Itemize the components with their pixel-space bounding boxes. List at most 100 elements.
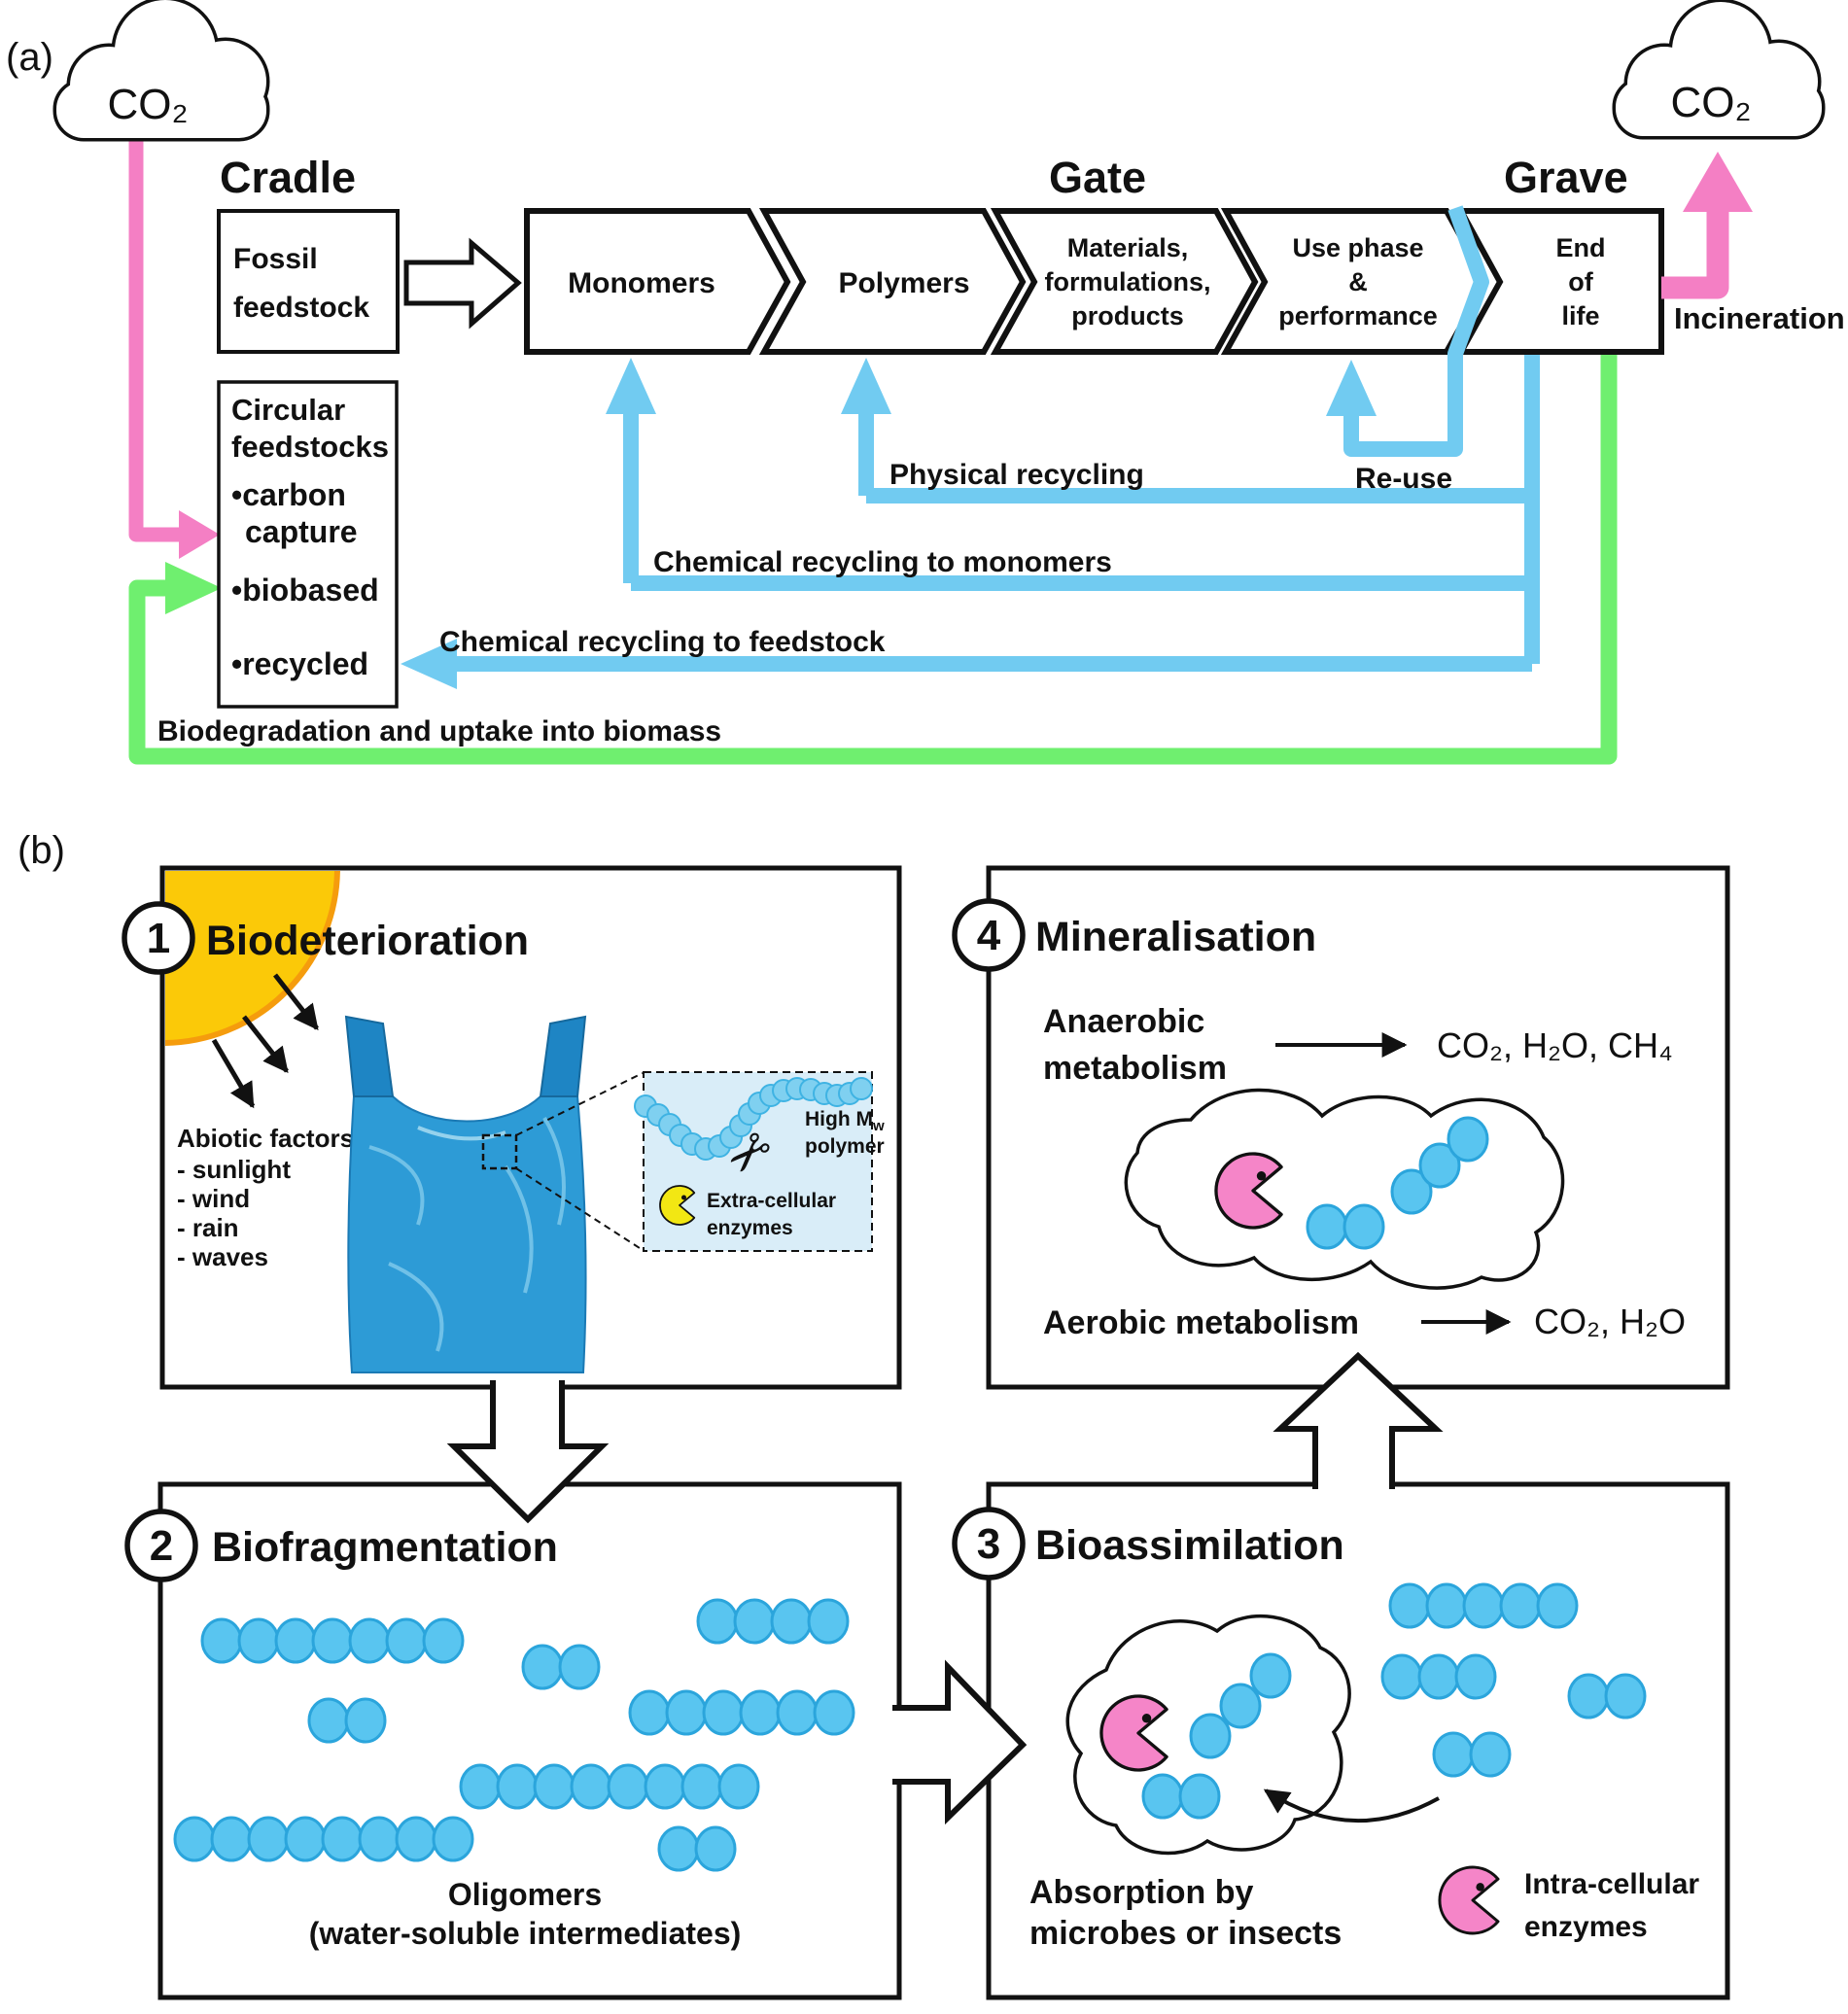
badge-3-number: 3 <box>977 1520 1000 1568</box>
step-badges: 1 Biodeterioration 2 Biofragmentation 3 … <box>122 898 1344 1582</box>
monomer-bead <box>680 1763 723 1810</box>
panel-a-label: (a) <box>6 36 53 79</box>
monomer-bead <box>1432 1731 1475 1778</box>
label-reuse: Re-use <box>1355 463 1452 495</box>
biodegradation-flow <box>128 352 1618 765</box>
svg-text:life: life <box>1561 301 1599 330</box>
sun-icon <box>165 871 340 1046</box>
reuse-flow: Re-use <box>1326 205 1489 495</box>
heading-grave: Grave <box>1504 153 1628 202</box>
item-recycled: •recycled <box>231 646 368 681</box>
monomer-bead <box>210 1816 253 1862</box>
monomer-bead <box>344 1697 387 1744</box>
label-end-of-life: End of life <box>1556 233 1606 330</box>
svg-text:- sunlight: - sunlight <box>177 1155 291 1184</box>
badge-2 <box>124 1509 198 1582</box>
oligomers-caption2: (water-soluble intermediates) <box>309 1916 742 1951</box>
svg-text:End: End <box>1556 233 1606 262</box>
label-monomers: Monomers <box>568 267 715 299</box>
green-arrowhead <box>165 562 222 614</box>
monomer-bead <box>770 1598 813 1645</box>
svg-text:Use phase: Use phase <box>1292 233 1423 262</box>
anaerobic-label1: Anaerobic <box>1043 1003 1204 1040</box>
monomer-bead <box>813 1689 855 1736</box>
label-polymers: Polymers <box>838 267 969 299</box>
circular-title2: feedstocks <box>231 430 389 464</box>
heading-gate: Gate <box>1049 153 1146 202</box>
monomer-bead <box>1604 1673 1647 1719</box>
high-mw-label: High Mw <box>805 1108 885 1134</box>
monomer-bead <box>607 1763 649 1810</box>
aerobic-products: CO₂, H₂O <box>1534 1302 1686 1341</box>
svg-text:performance: performance <box>1278 301 1438 330</box>
monomer-bead <box>696 1598 739 1645</box>
oligomer-chains <box>173 1598 855 1872</box>
box-end-of-life <box>1455 208 1664 355</box>
item-carbon-capture2: capture <box>245 514 358 549</box>
fossil-feedstock-box: Fossil feedstock <box>217 209 400 354</box>
monomer-bead <box>1390 1168 1433 1215</box>
label-physical-recycling: Physical recycling <box>889 459 1144 491</box>
anaerobic-label2: metabolism <box>1043 1050 1227 1087</box>
monomer-bead <box>348 1617 391 1664</box>
zoom-region-marker <box>481 1133 518 1170</box>
svg-text:Abiotic factors: Abiotic factors <box>177 1124 354 1153</box>
monomer-bead <box>702 1689 745 1736</box>
mineralisation-beads <box>1306 1116 1489 1250</box>
step3-bioassimilation: Absorption by microbes or insects Intra-… <box>1029 1582 1699 1952</box>
monomer-bead <box>1342 1203 1385 1250</box>
svg-text:- rain: - rain <box>177 1213 239 1242</box>
svg-text:- wind: - wind <box>177 1184 250 1213</box>
step2-biofragmentation: Oligomers (water-soluble intermediates) <box>173 1598 855 1951</box>
plastic-bag-image <box>344 1015 587 1373</box>
monomer-bead <box>644 1763 686 1810</box>
circular-feedstocks-box: Circular feedstocks •carbon capture •bio… <box>217 380 399 709</box>
monomer-bead <box>558 1644 601 1690</box>
extracellular-label2: enzymes <box>707 1217 793 1239</box>
carbon-capture-flow <box>128 138 220 559</box>
label-use-phase: Use phase & performance <box>1278 233 1438 330</box>
monomer-bead <box>496 1763 539 1810</box>
label-materials: Materials, formulations, products <box>1044 233 1210 330</box>
aerobic-label: Aerobic metabolism <box>1043 1304 1359 1341</box>
arrow-step3-to-step4 <box>1273 1351 1444 1489</box>
svg-text:Materials,: Materials, <box>1067 233 1189 262</box>
monomer-bead <box>432 1816 474 1862</box>
abiotic-factors-list: Abiotic factors - sunlight - wind - rain… <box>177 1124 354 1271</box>
monomer-bead <box>173 1816 216 1862</box>
absorption-arrow <box>1263 1788 1440 1823</box>
recycling-flows <box>401 352 1540 689</box>
item-carbon-capture: •carbon <box>231 477 346 512</box>
monomer-bead <box>395 1816 437 1862</box>
monomer-bead <box>1462 1582 1505 1629</box>
monomer-bead <box>1536 1582 1579 1629</box>
monomer-bead <box>1425 1582 1468 1629</box>
monomer-bead <box>1306 1203 1348 1250</box>
panel-b-label: (b) <box>17 829 65 872</box>
monomer-bead <box>1417 1653 1460 1700</box>
monomer-bead <box>1454 1653 1497 1700</box>
oligomers-caption1: Oligomers <box>448 1877 602 1912</box>
badge-1-number: 1 <box>147 915 170 962</box>
svg-text:products: products <box>1071 301 1184 330</box>
fossil-line1: Fossil <box>233 243 318 275</box>
pink-arrowhead <box>179 510 220 559</box>
step1-biodeterioration: Abiotic factors - sunlight - wind - rain… <box>165 871 885 1373</box>
arrow-step1-to-step2 <box>446 1380 610 1524</box>
box2-bg <box>160 1484 899 1997</box>
label-incineration: Incineration <box>1674 301 1845 335</box>
monomer-bead <box>1447 1116 1489 1163</box>
monomer-bead <box>776 1689 819 1736</box>
monomer-bead <box>358 1816 401 1862</box>
chevron-monomers <box>524 208 791 355</box>
monomer-bead <box>247 1816 290 1862</box>
badge-2-number: 2 <box>150 1522 173 1570</box>
absorption-caption2: microbes or insects <box>1029 1915 1342 1952</box>
monomer-bead <box>274 1617 317 1664</box>
title-biofragmentation: Biofragmentation <box>212 1524 558 1571</box>
feedstock-block-arrow <box>403 237 522 330</box>
monomer-bead <box>1219 1683 1262 1729</box>
incineration-flow: Incineration <box>1661 152 1845 335</box>
monomer-bead <box>533 1763 575 1810</box>
monomer-bead <box>200 1617 243 1664</box>
